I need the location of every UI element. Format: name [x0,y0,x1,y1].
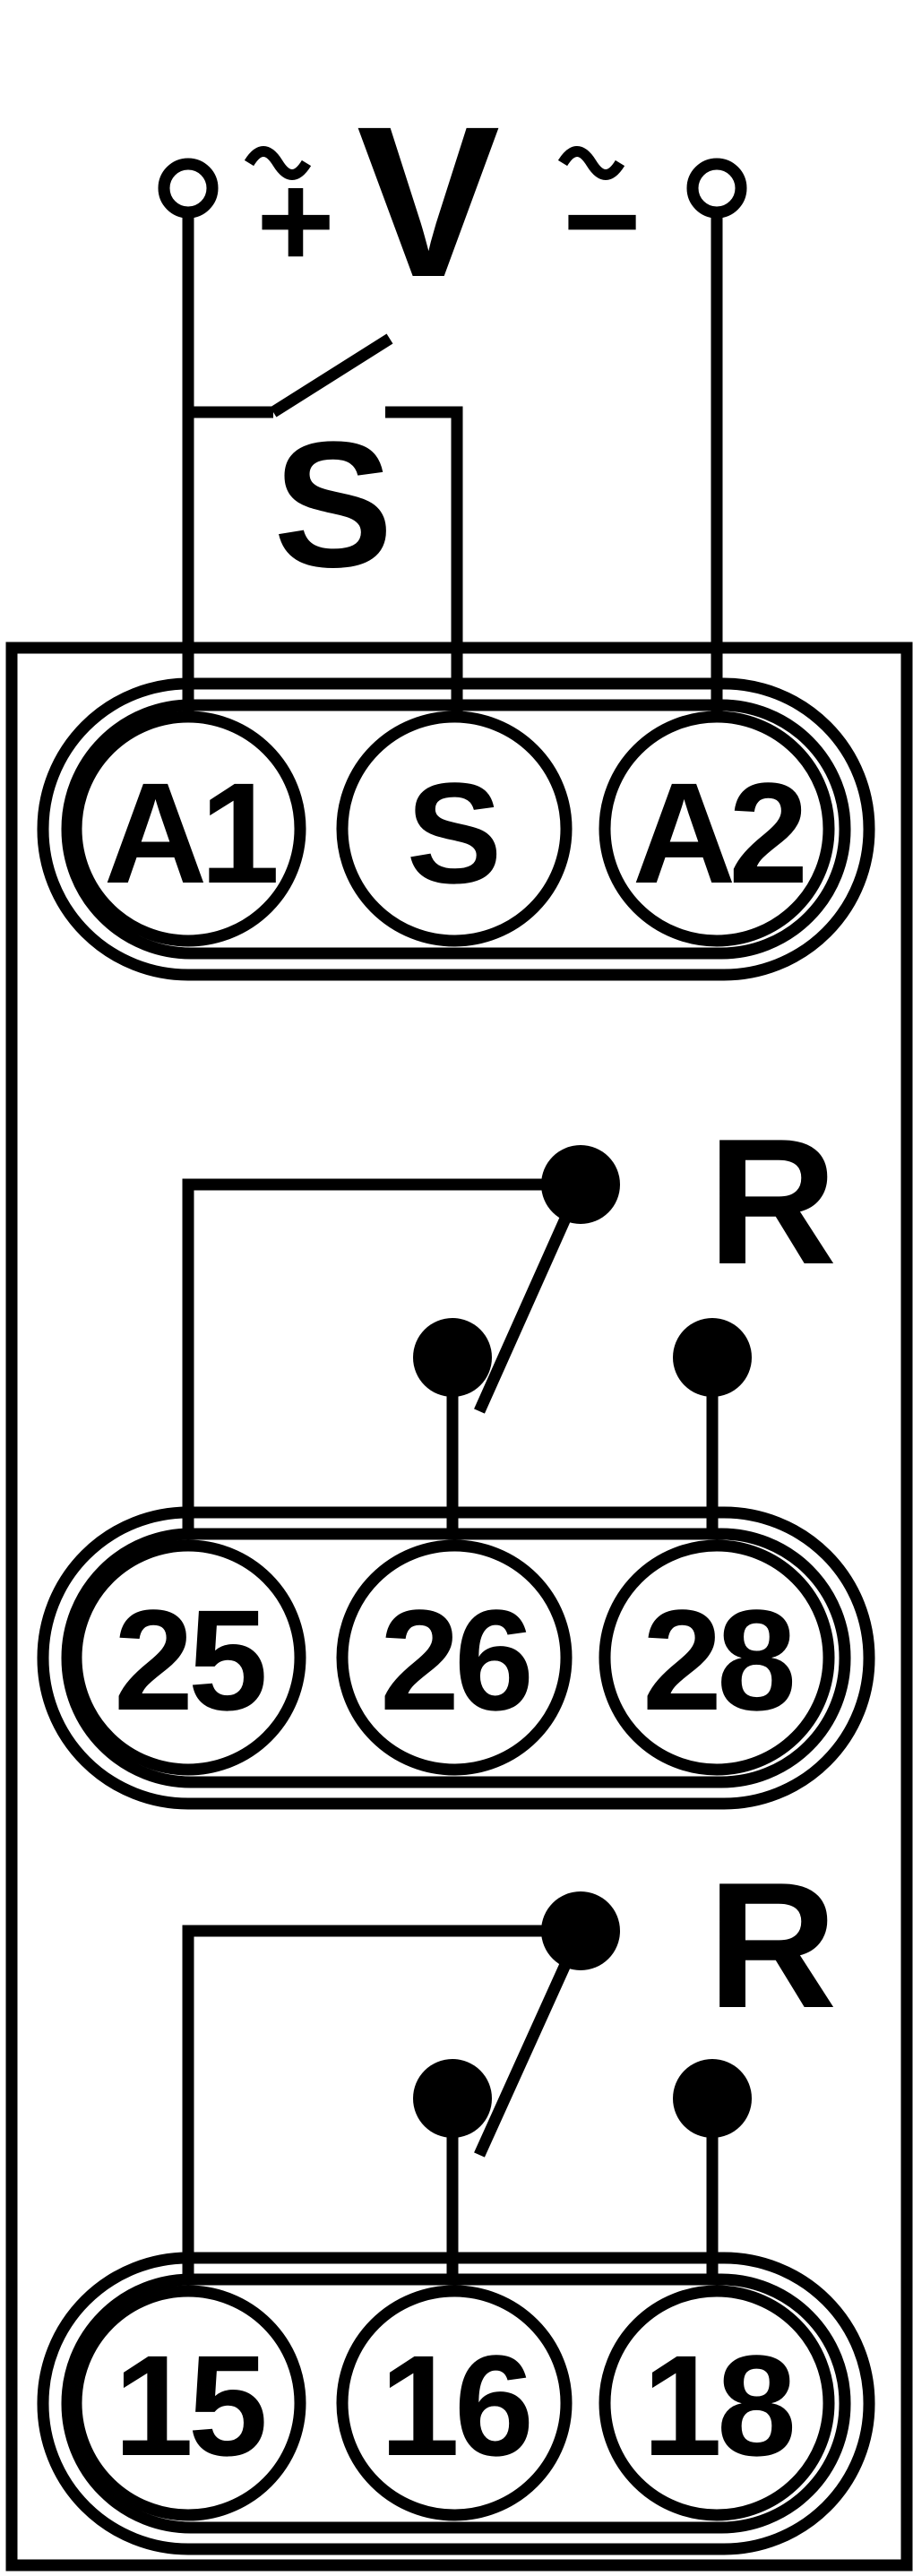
terminal-18-label: 18 [642,2325,793,2486]
terminal-16-label: 16 [380,2325,530,2486]
terminal-25 [70,1539,306,1776]
terminal-15-label: 15 [114,2325,264,2486]
voltage-label: V [357,82,500,322]
relay1-dot-26 [413,1318,492,1397]
switch-lead-right [385,406,463,717]
ac-symbol-right [557,146,625,180]
relay2-dot-16 [413,2059,492,2138]
module-housing [5,642,913,2572]
relay1-contact-blade [474,1182,586,1414]
relay1-label: R [708,1102,837,1302]
terminal-a1 [70,711,306,947]
terminal-block-top-inner [61,699,851,960]
terminal-26 [336,1539,573,1776]
relay1-common-wire [182,1178,581,1537]
supply-terminal-negative [686,158,747,219]
relay1-dot-28 [673,1318,752,1397]
terminal-a2-label: A2 [633,753,804,913]
terminal-26-label: 26 [380,1580,530,1740]
negative-sign: − [563,145,642,296]
terminal-s-label: S [407,753,503,913]
terminal-15 [70,2285,306,2521]
relay2-dot-18 [673,2059,752,2138]
terminal-16 [336,2285,573,2521]
relay1-dot-common [541,1145,620,1224]
terminal-18 [599,2285,835,2521]
terminal-28-label: 28 [642,1580,793,1740]
switch-label: S [273,405,392,605]
terminal-25-label: 25 [114,1580,264,1740]
supply-terminal-positive [158,158,219,219]
ac-symbol-left [244,146,312,180]
relay2-contact-blade [474,1928,586,2158]
switch-blade [270,333,393,418]
terminal-a1-label: A1 [104,753,277,913]
terminal-block-top [37,677,875,981]
terminal-s [336,711,573,947]
relay2-dot-common [541,1891,620,1970]
positive-sign: + [256,145,335,296]
terminal-28 [599,1539,835,1776]
terminal-a2 [599,711,835,947]
relay2-label: R [708,1846,837,2046]
relay2-common-wire [182,1925,581,2282]
